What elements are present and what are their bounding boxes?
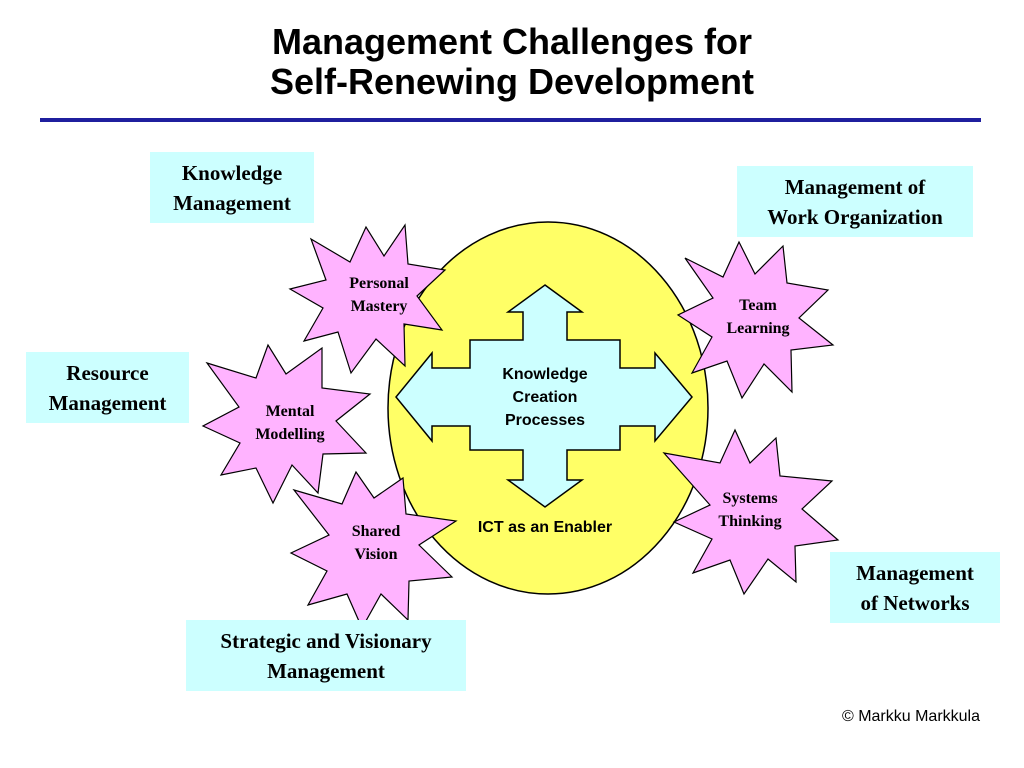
center-line: Creation [512,389,578,406]
box-line: Knowledge [181,160,283,185]
box-line: Management [173,190,291,215]
star-line: Personal [349,275,409,292]
center-line: Processes [504,412,586,429]
page-title: Management Challenges for Self-Renewing … [0,22,1024,102]
star-line: Thinking [718,513,782,530]
star-line: Mastery [350,298,408,315]
copyright-notice: © Markku Markkula [841,708,980,725]
work-organization-box: Management of Work Organization [737,166,973,237]
box-line: Management of [784,174,926,199]
title-line-2: Self-Renewing Development [269,61,755,102]
box-line: Management [48,390,167,415]
box-line: Resource [66,360,149,385]
shared-vision-label: Shared Vision [316,520,436,566]
star-line: Vision [354,546,398,563]
box-line: Management [267,658,385,683]
box-line: Work Organization [767,204,943,229]
personal-mastery-label: Personal Mastery [319,272,439,318]
ict-enabler-label: ICT as an Enabler [477,519,613,536]
title-divider [40,118,981,122]
box-line: Strategic and Visionary [220,628,432,653]
networks-management-box: Management of Networks [830,552,1000,623]
knowledge-management-box: Knowledge Management [150,152,314,223]
box-line: of Networks [860,590,970,615]
mental-modelling-star [201,343,372,505]
systems-thinking-label: Systems Thinking [690,487,810,533]
personal-mastery-star [288,223,447,375]
strategic-management-box: Strategic and Visionary Management [186,620,466,691]
team-learning-label: Team Learning [698,294,818,340]
mental-modelling-label: Mental Modelling [230,400,350,446]
star-line: Modelling [255,426,325,443]
star-line: Learning [726,320,790,337]
resource-management-box: Resource Management [26,352,189,423]
box-line: Management [856,560,974,585]
center-line: Knowledge [502,366,588,383]
star-line: Mental [265,403,315,420]
team-learning-star [676,240,835,400]
systems-thinking-star [662,428,840,596]
star-line: Team [739,297,777,314]
star-line: Systems [722,490,778,507]
shared-vision-star [289,470,458,630]
knowledge-creation-cross [395,284,693,508]
knowledge-creation-label: Knowledge Creation Processes [470,363,620,432]
star-line: Shared [351,523,401,540]
title-line-1: Management Challenges for [271,21,753,62]
